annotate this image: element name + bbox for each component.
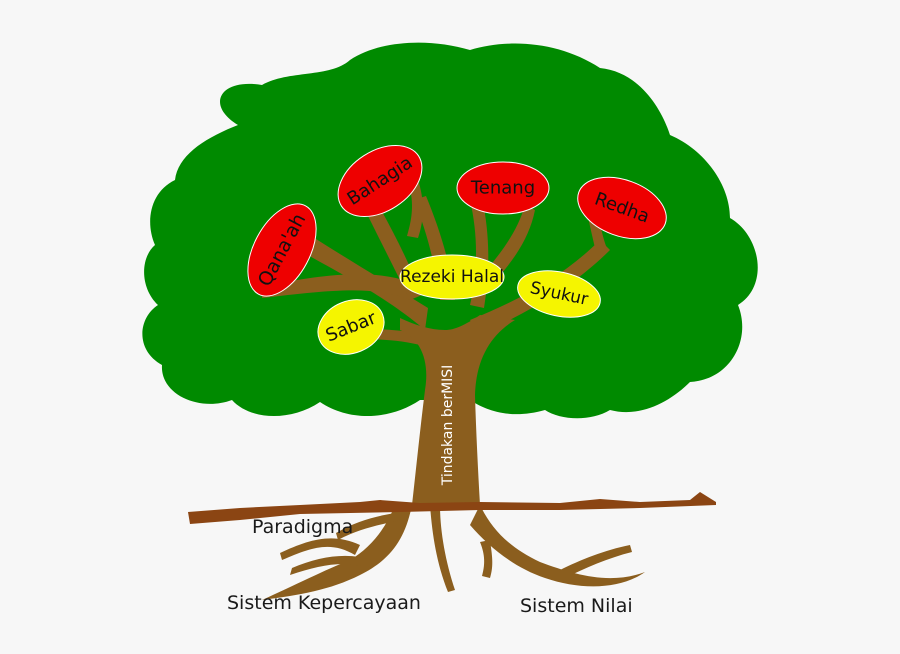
tree-trunk (400, 315, 515, 505)
fruit-rezeki-halal: Rezeki Halal (399, 254, 505, 300)
root-label-sistem-kepercayaan: Sistem Kepercayaan (227, 592, 421, 614)
tree-roots (262, 505, 645, 600)
fruit-redha: Redha (577, 176, 667, 240)
fruit-sabar: Sabar (317, 299, 385, 355)
fruit-syukur: Syukur (517, 270, 601, 318)
fruit-tenang: Tenang (456, 161, 550, 215)
trunk-label: Tindakan berMISI (440, 365, 456, 487)
tree-canopy (142, 42, 758, 419)
fruit-label-rezeki-halal: Rezeki Halal (400, 267, 504, 287)
ground-line (188, 492, 716, 524)
fruit-label-tenang: Tenang (470, 178, 535, 199)
root-label-sistem-nilai: Sistem Nilai (520, 595, 633, 617)
root-label-paradigma: Paradigma (252, 516, 354, 538)
fruit-bahagia: Bahagia (337, 144, 423, 218)
